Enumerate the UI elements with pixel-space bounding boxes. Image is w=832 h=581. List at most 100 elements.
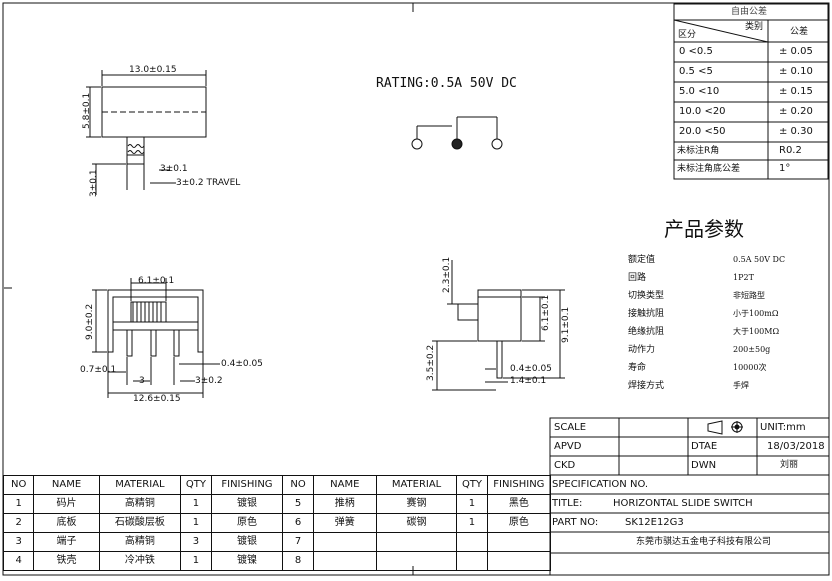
dim-pitch: 3 bbox=[139, 376, 145, 386]
tolerance-grid bbox=[673, 3, 829, 180]
bom-cell: 1 bbox=[456, 513, 488, 533]
dim-travel: 3±0.2 TRAVEL bbox=[176, 178, 241, 188]
bom-header: NO bbox=[282, 475, 314, 495]
tolerance-range-7: 未标注角底公差 bbox=[677, 164, 741, 174]
bom-cell: 镀镍 bbox=[210, 551, 284, 571]
tolerance-col-range: 区分 bbox=[678, 30, 697, 40]
company-name: 东莞市骐达五金电子科技有限公司 bbox=[636, 537, 772, 547]
bom-cell: 8 bbox=[282, 551, 314, 571]
bom-header: FINISHING bbox=[486, 475, 552, 495]
ckd-label: CKD bbox=[554, 460, 576, 471]
param-key: 寿命 bbox=[628, 363, 647, 373]
bom-cell: 1 bbox=[456, 494, 488, 514]
bom-table: NO NAME MATERIAL QTY FINISHING NO NAME M… bbox=[2, 475, 552, 571]
title-label: TITLE: bbox=[552, 498, 583, 509]
bom-cell: 6 bbox=[282, 513, 314, 533]
bom-cell: 铁壳 bbox=[33, 551, 100, 571]
part-value: SK12E12G3 bbox=[625, 517, 684, 528]
dim-side-top: 2.3±0.1 bbox=[442, 256, 452, 293]
bom-cell: 高精铜 bbox=[98, 532, 182, 552]
bom-header: MATERIAL bbox=[98, 475, 182, 495]
bom-cell bbox=[486, 551, 552, 571]
bom-cell: 1 bbox=[180, 513, 212, 533]
dim-pin-thick: 0.7±0.1 bbox=[80, 365, 117, 375]
param-value: 10000次 bbox=[733, 363, 767, 372]
tolerance-value-5: ± 0.30 bbox=[779, 126, 813, 137]
tolerance-value-6: R0.2 bbox=[779, 145, 802, 156]
bom-header: QTY bbox=[180, 475, 212, 495]
rating-label: RATING:0.5A 50V DC bbox=[376, 76, 517, 91]
bom-cell: 原色 bbox=[486, 513, 552, 533]
tolerance-value-2: ± 0.10 bbox=[779, 66, 813, 77]
scale-label: SCALE bbox=[554, 422, 587, 433]
param-key: 回路 bbox=[628, 273, 647, 283]
param-key: 切换类型 bbox=[628, 291, 665, 301]
side-view bbox=[432, 260, 565, 391]
bom-cell: 推柄 bbox=[312, 494, 377, 514]
bom-header: NAME bbox=[33, 475, 100, 495]
dim-knob-height: 3±0.1 bbox=[89, 169, 99, 197]
bom-cell: 镀银 bbox=[210, 494, 284, 514]
dim-width: 13.0±0.15 bbox=[129, 65, 177, 75]
bom-cell: 弹簧 bbox=[312, 513, 377, 533]
bom-header: NAME bbox=[312, 475, 377, 495]
param-key: 绝缘抗阻 bbox=[628, 327, 665, 337]
bom-cell: 1 bbox=[180, 551, 212, 571]
tolerance-range-5: 20.0 <50 bbox=[679, 126, 726, 137]
table-row: 1 码片 高精铜 1 镀银 5 推柄 赛钢 1 黑色 bbox=[2, 494, 552, 514]
bom-cell: 3 bbox=[2, 532, 35, 552]
param-key: 接触抗阻 bbox=[628, 309, 665, 319]
param-value: 手焊 bbox=[733, 381, 749, 390]
bom-header: MATERIAL bbox=[375, 475, 458, 495]
dim-pin-span: 6.1±0.1 bbox=[138, 276, 175, 286]
param-value: 1P2T bbox=[733, 273, 754, 282]
bom-cell bbox=[486, 532, 552, 552]
tolerance-range-6: 未标注R角 bbox=[677, 146, 720, 156]
bom-cell: 底板 bbox=[33, 513, 100, 533]
param-value: 大于100MΩ bbox=[733, 327, 780, 336]
bom-cell: 2 bbox=[2, 513, 35, 533]
dim-side-offset: 1.4±0.1 bbox=[510, 376, 547, 386]
dim-side-pin: 3.5±0.2 bbox=[426, 344, 436, 381]
tolerance-value-4: ± 0.20 bbox=[779, 106, 813, 117]
circuit-symbol bbox=[411, 116, 503, 150]
date-label: DTAE bbox=[691, 441, 718, 452]
param-key: 动作力 bbox=[628, 345, 656, 355]
bom-cell bbox=[456, 551, 488, 571]
date-value: 18/03/2018 bbox=[767, 441, 825, 452]
bom-cell bbox=[375, 551, 458, 571]
param-value: 200±50g bbox=[733, 345, 771, 354]
dim-height: 5.8±0.1 bbox=[82, 92, 92, 129]
dwn-value: 刘丽 bbox=[780, 460, 799, 470]
bom-header: QTY bbox=[456, 475, 488, 495]
tolerance-value-3: ± 0.15 bbox=[779, 86, 813, 97]
dim-side-height-a: 6.1±0.1 bbox=[541, 294, 551, 331]
projection-symbol bbox=[707, 420, 743, 435]
bom-cell: 码片 bbox=[33, 494, 100, 514]
table-row: 4 铁壳 冷冲铁 1 镀镍 8 bbox=[2, 551, 552, 571]
tolerance-title: 自由公差 bbox=[731, 7, 768, 17]
dim-front-height: 9.0±0.2 bbox=[85, 303, 95, 340]
table-row: 2 底板 石碳酸层板 1 原色 6 弹簧 碳钢 1 原色 bbox=[2, 513, 552, 533]
bom-header: FINISHING bbox=[210, 475, 284, 495]
unit-label: UNIT:mm bbox=[760, 422, 806, 433]
dim-knob-width: 3±0.1 bbox=[160, 164, 188, 174]
dwn-label: DWN bbox=[691, 460, 717, 471]
bom-cell: 镀银 bbox=[210, 532, 284, 552]
part-label: PART NO: bbox=[552, 517, 599, 528]
param-key: 额定值 bbox=[628, 255, 656, 265]
bom-cell: 碳钢 bbox=[375, 513, 458, 533]
bom-cell: 5 bbox=[282, 494, 314, 514]
bom-cell: 原色 bbox=[210, 513, 284, 533]
bom-cell: 1 bbox=[2, 494, 35, 514]
apvd-label: APVD bbox=[554, 441, 582, 452]
table-row: 3 端子 高精铜 3 镀银 7 bbox=[2, 532, 552, 552]
bom-cell: 3 bbox=[180, 532, 212, 552]
bom-cell: 高精铜 bbox=[98, 494, 182, 514]
spec-label: SPECIFICATION NO. bbox=[552, 479, 649, 490]
title-block-grid bbox=[549, 417, 830, 576]
dim-pitch-tol: 3±0.2 bbox=[195, 376, 223, 386]
tolerance-range-4: 10.0 <20 bbox=[679, 106, 726, 117]
tolerance-value-7: 1° bbox=[779, 163, 791, 174]
